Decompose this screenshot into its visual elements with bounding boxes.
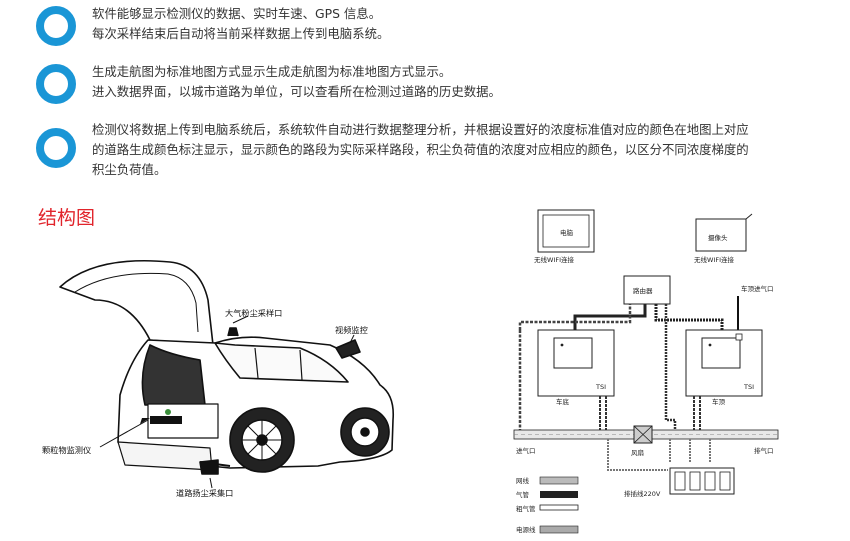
legend: 网线 气管 粗气管 电源线 bbox=[516, 476, 579, 534]
label-road-inlet: 道路扬尘采集口 bbox=[176, 488, 233, 498]
power-strip bbox=[669, 467, 735, 495]
section-title: 结构图 bbox=[38, 207, 96, 229]
computer-label: 电脑 bbox=[560, 228, 574, 237]
intake-label: 进气口 bbox=[516, 446, 536, 455]
air-duct bbox=[513, 429, 779, 440]
feature-text-1: 软件能够显示检测仪的数据、实时车速、GPS 信息。 每次采样结束后自动将当前采样… bbox=[92, 4, 389, 44]
camera-caption: 无线WIFI连接 bbox=[694, 255, 734, 264]
car-body bbox=[117, 336, 395, 469]
text-line: 积尘负荷值。 bbox=[92, 162, 167, 177]
circle-bullet-icon bbox=[36, 64, 76, 104]
circle-bullet-icon bbox=[36, 128, 76, 168]
label-monitor: 颗粒物监测仪 bbox=[42, 445, 91, 455]
legend-label: 网线 bbox=[516, 476, 530, 485]
label-video: 视频监控 bbox=[335, 325, 368, 335]
text-line: 软件能够显示检测仪的数据、实时车速、GPS 信息。 bbox=[92, 6, 382, 21]
roof-device bbox=[685, 329, 763, 397]
router-box bbox=[623, 275, 671, 305]
circle-bullet-icon bbox=[36, 6, 76, 46]
fan-box bbox=[633, 425, 653, 444]
fan-label: 风扇 bbox=[631, 448, 644, 457]
text-line: 检测仪将数据上传到电脑系统后，系统软件自动进行数据整理分析，并根据设置好的浓度标… bbox=[92, 122, 749, 137]
tailgate bbox=[59, 259, 214, 346]
camera-label: 摄像头 bbox=[708, 233, 728, 242]
legend-label: 电源线 bbox=[516, 525, 536, 534]
text-line: 每次采样结束后自动将当前采样数据上传到电脑系统。 bbox=[92, 26, 390, 41]
label-air-inlet: 大气粉尘采样口 bbox=[225, 308, 282, 318]
roof-device-tag: TSI bbox=[743, 383, 754, 391]
camera-box bbox=[695, 218, 747, 252]
feature-text-3: 检测仪将数据上传到电脑系统后，系统软件自动进行数据整理分析，并根据设置好的浓度标… bbox=[92, 120, 749, 180]
legend-label: 粗气管 bbox=[516, 504, 536, 513]
computer-caption: 无线WIFI连接 bbox=[534, 255, 574, 264]
text-line: 进入数据界面，以城市道路为单位，可以查看所在检测过道路的历史数据。 bbox=[92, 84, 501, 99]
exhaust-label: 排气口 bbox=[754, 446, 774, 455]
computer-box bbox=[537, 209, 595, 253]
legend-label: 气管 bbox=[516, 490, 530, 499]
bottom-device bbox=[537, 329, 615, 397]
router-label: 路由器 bbox=[633, 286, 653, 295]
text-line: 的道路生成颜色标注显示，显示颜色的路段为实际采样路段，积尘负荷值的浓度对应相应的… bbox=[92, 142, 749, 157]
bottom-device-tag: TSI bbox=[595, 383, 606, 391]
roof-inlet-label: 车顶进气口 bbox=[741, 284, 774, 293]
monitor-box bbox=[147, 403, 219, 439]
bottom-label: 车底 bbox=[556, 397, 570, 406]
roof-label: 车顶 bbox=[712, 397, 726, 406]
text-line: 生成走航图为标准地图方式显示生成走航图为标准地图方式显示。 bbox=[92, 64, 452, 79]
feature-text-2: 生成走航图为标准地图方式显示生成走航图为标准地图方式显示。 进入数据界面，以城市… bbox=[92, 62, 501, 102]
power-strip-label: 排插线220V bbox=[624, 489, 661, 498]
